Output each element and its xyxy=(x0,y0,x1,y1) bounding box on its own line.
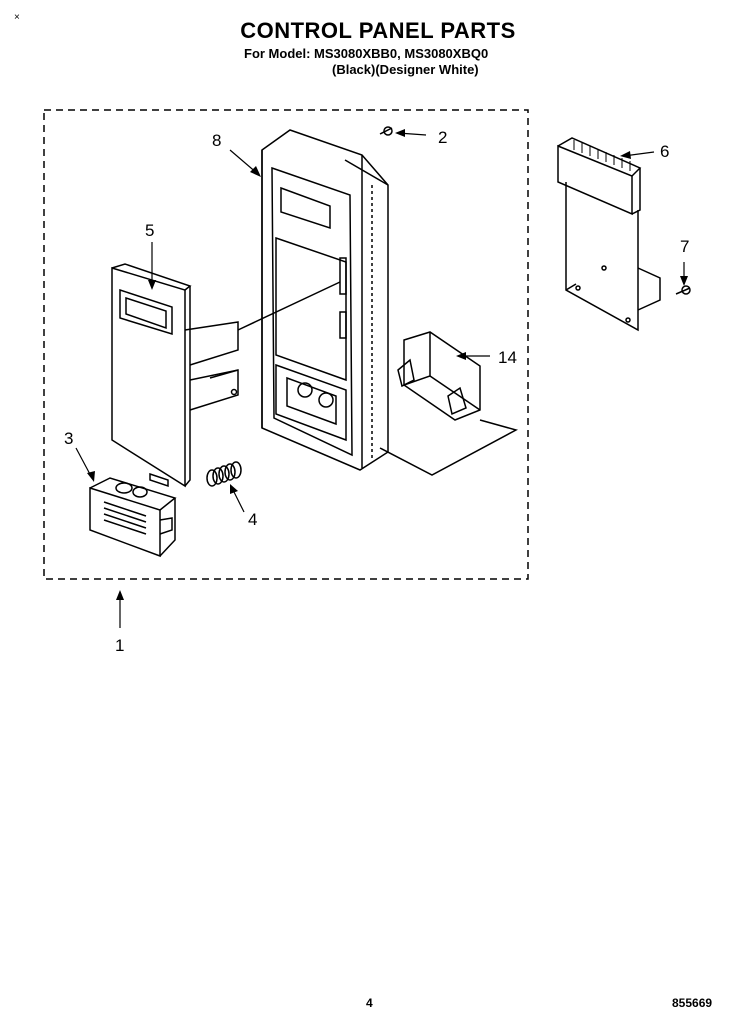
leader-arrowheads xyxy=(87,129,688,600)
callout-6: 6 xyxy=(660,142,669,161)
control-panel-overlay xyxy=(111,263,239,488)
callout-7: 7 xyxy=(680,237,689,256)
leader-lines xyxy=(75,132,685,628)
page-number: 4 xyxy=(366,996,373,1010)
button-assembly xyxy=(89,477,177,558)
corner-mark: × xyxy=(14,12,20,23)
callout-8: 8 xyxy=(212,131,221,150)
document-code: 855669 xyxy=(672,996,713,1010)
callout-14: 14 xyxy=(498,348,517,367)
connector-pins xyxy=(573,140,631,171)
page-title-text: CONTROL PANEL PARTS xyxy=(240,18,516,43)
screw-7 xyxy=(675,285,691,295)
screw-2 xyxy=(379,126,393,136)
control-panel-housing xyxy=(261,129,389,471)
color-line: (Black)(Designer White) xyxy=(332,62,479,77)
callout-4: 4 xyxy=(248,510,257,529)
callout-1: 1 xyxy=(115,636,124,655)
callout-2: 2 xyxy=(438,128,447,147)
callout-3: 3 xyxy=(64,429,73,448)
callout-5: 5 xyxy=(145,221,154,240)
assembly-boundary xyxy=(43,109,529,580)
circuit-board xyxy=(557,137,661,332)
bracket xyxy=(397,331,481,421)
model-line: For Model: MS3080XBB0, MS3080XBQ0 xyxy=(244,46,489,61)
page-title: CONTROL PANEL PARTS xyxy=(0,18,736,44)
spring xyxy=(206,461,242,487)
